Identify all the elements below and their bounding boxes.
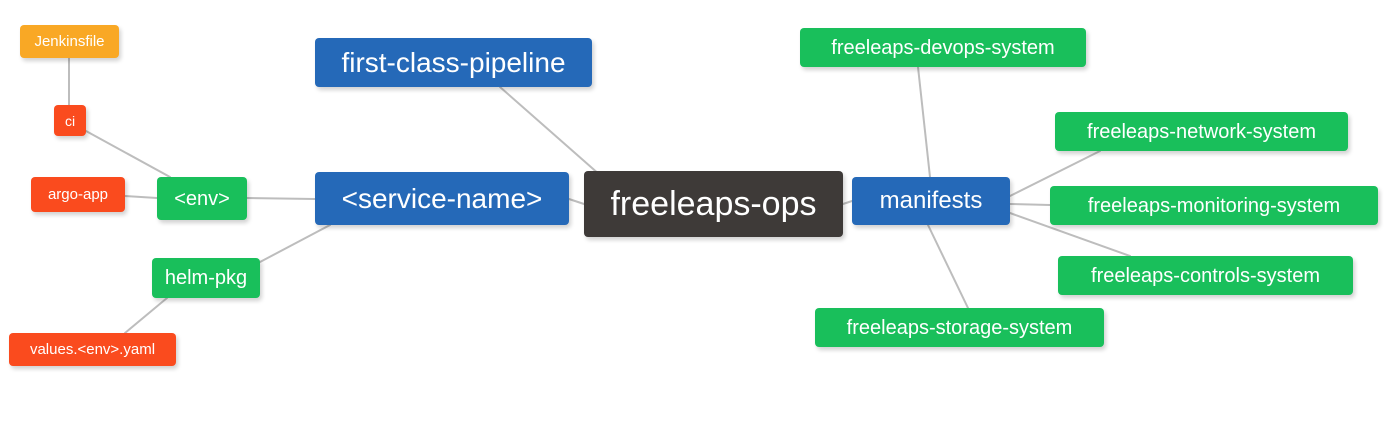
node-first-class-pipeline[interactable]: first-class-pipeline	[315, 38, 592, 87]
node-service-name[interactable]: <service-name>	[315, 172, 569, 225]
node-label-freeleaps-network-system: freeleaps-network-system	[1087, 120, 1316, 143]
node-label-freeleaps-ops: freeleaps-ops	[610, 185, 817, 223]
node-label-freeleaps-devops-system: freeleaps-devops-system	[831, 36, 1055, 59]
edge-freeleaps-ops-to-service-name	[568, 198, 585, 205]
node-freeleaps-storage-system[interactable]: freeleaps-storage-system	[815, 308, 1104, 347]
node-jenkinsfile[interactable]: Jenkinsfile	[20, 25, 119, 58]
node-freeleaps-devops-system[interactable]: freeleaps-devops-system	[800, 28, 1086, 67]
edge-manifests-to-freeleaps-storage-system	[927, 224, 969, 309]
node-values-yaml[interactable]: values.<env>.yaml	[9, 333, 176, 366]
edge-env-to-ci	[85, 130, 171, 178]
node-label-jenkinsfile: Jenkinsfile	[34, 33, 105, 50]
edge-freeleaps-ops-to-manifests	[842, 200, 853, 205]
node-label-helm-pkg: helm-pkg	[164, 267, 248, 289]
node-label-env: <env>	[174, 187, 230, 210]
node-label-service-name: <service-name>	[341, 182, 543, 214]
node-env[interactable]: <env>	[157, 177, 247, 220]
edge-manifests-to-freeleaps-monitoring-system	[1009, 203, 1051, 206]
edge-service-name-to-env	[246, 197, 316, 200]
node-label-values-yaml: values.<env>.yaml	[29, 341, 156, 358]
node-freeleaps-monitoring-system[interactable]: freeleaps-monitoring-system	[1050, 186, 1378, 225]
edge-freeleaps-ops-to-first-class-pipeline	[499, 86, 601, 176]
node-label-freeleaps-controls-system: freeleaps-controls-system	[1091, 264, 1320, 287]
node-helm-pkg[interactable]: helm-pkg	[152, 258, 260, 298]
node-freeleaps-controls-system[interactable]: freeleaps-controls-system	[1058, 256, 1353, 295]
edge-helm-pkg-to-values-yaml	[124, 297, 168, 334]
node-label-ci: ci	[64, 112, 76, 129]
node-label-manifests: manifests	[879, 187, 983, 214]
edge-env-to-argo-app	[124, 195, 158, 199]
node-label-freeleaps-storage-system: freeleaps-storage-system	[846, 316, 1073, 339]
node-argo-app[interactable]: argo-app	[31, 177, 125, 212]
node-manifests[interactable]: manifests	[852, 177, 1010, 225]
node-ci[interactable]: ci	[54, 105, 86, 136]
edge-service-name-to-helm-pkg	[259, 224, 331, 263]
edge-manifests-to-freeleaps-devops-system	[917, 66, 931, 178]
node-label-argo-app: argo-app	[47, 186, 109, 203]
node-freeleaps-network-system[interactable]: freeleaps-network-system	[1055, 112, 1348, 151]
node-freeleaps-ops[interactable]: freeleaps-ops	[584, 171, 843, 237]
node-label-freeleaps-monitoring-system: freeleaps-monitoring-system	[1087, 194, 1341, 217]
node-label-first-class-pipeline: first-class-pipeline	[341, 46, 566, 78]
